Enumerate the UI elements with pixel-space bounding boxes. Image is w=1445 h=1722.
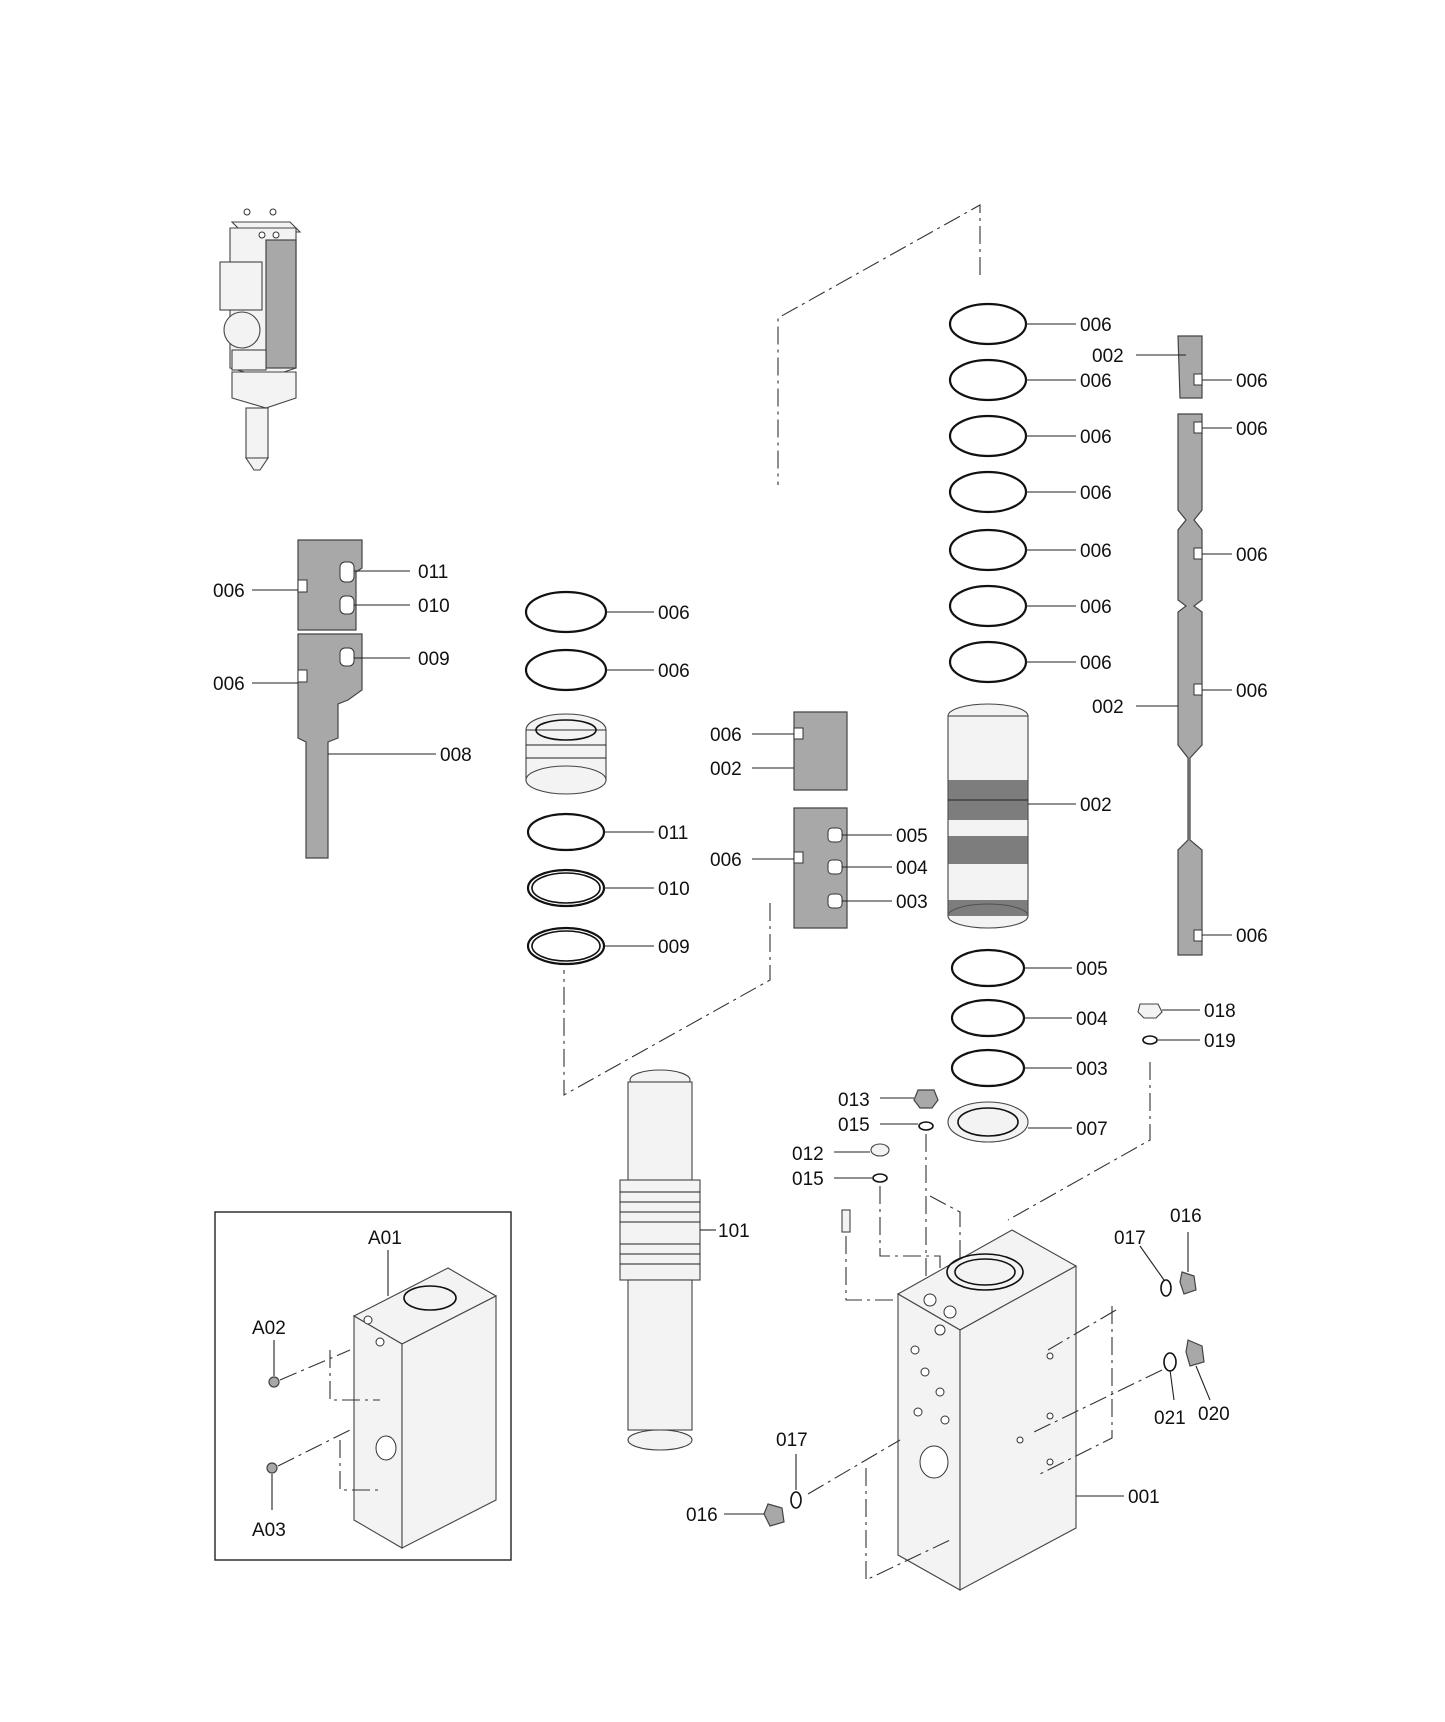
label-101: 101	[718, 1221, 750, 1242]
inset-line-1	[329, 1350, 380, 1401]
side-plugs-left	[763, 1491, 802, 1527]
label-006-top-2: 006	[1080, 371, 1112, 392]
label-002-center: 002	[710, 759, 742, 780]
label-006-mid-1: 006	[658, 603, 690, 624]
label-017-right: 017	[1114, 1228, 1146, 1249]
label-006-left-2: 006	[213, 674, 245, 695]
label-006-long-4: 006	[1236, 926, 1268, 947]
label-020: 020	[1198, 1404, 1230, 1425]
label-009-mid: 009	[658, 937, 690, 958]
assembly-line-021	[1039, 1306, 1113, 1475]
label-010-mid: 010	[658, 879, 690, 900]
label-005-center: 005	[896, 826, 928, 847]
lower-rings	[947, 948, 1029, 1143]
label-008: 008	[440, 745, 472, 766]
label-015-a: 015	[838, 1115, 870, 1136]
assembly-line-left	[563, 903, 771, 1096]
label-015-b: 015	[792, 1169, 824, 1190]
label-011-left: 011	[418, 562, 448, 583]
assembly-line-018	[1007, 1062, 1151, 1221]
assembly-line-body-left	[865, 1468, 951, 1581]
label-006-long-3: 006	[1236, 681, 1268, 702]
small-plugs-group	[841, 1089, 939, 1233]
spool-008-illustration	[297, 539, 363, 859]
oring-stack	[948, 302, 1028, 684]
label-003-center: 003	[896, 892, 928, 913]
valve-body-001-illustration	[896, 1229, 1078, 1591]
label-006-small-top: 006	[1236, 371, 1268, 392]
sleeve-002-illustration	[947, 703, 1029, 929]
label-006-top-7: 006	[1080, 653, 1112, 674]
label-011-mid: 011	[658, 823, 688, 844]
label-019: 019	[1204, 1031, 1236, 1052]
label-006-left-1: 006	[213, 581, 245, 602]
label-006-top-4: 006	[1080, 483, 1112, 504]
label-021: 021	[1154, 1408, 1186, 1429]
middle-rings-group	[524, 590, 608, 966]
label-006-top-6: 006	[1080, 597, 1112, 618]
label-006-top-3: 006	[1080, 427, 1112, 448]
label-009-left: 009	[418, 649, 450, 670]
label-006-center-2: 006	[710, 850, 742, 871]
assembly-line-017-left	[807, 1439, 901, 1495]
label-006-mid-2: 006	[658, 661, 690, 682]
label-005-ring: 005	[1076, 959, 1108, 980]
label-006-long-1: 006	[1236, 419, 1268, 440]
label-A01: A01	[368, 1228, 402, 1249]
inset-line-2	[339, 1440, 380, 1491]
assembly-line-016-right	[1047, 1309, 1117, 1351]
label-004-center: 004	[896, 858, 928, 879]
piston-101-illustration	[619, 1069, 701, 1451]
label-003-ring: 003	[1076, 1059, 1108, 1080]
assembly-line-020	[1033, 1369, 1163, 1433]
label-002-sleeve: 002	[1080, 795, 1112, 816]
inset-line-a03	[277, 1429, 351, 1467]
assembly-line-top	[777, 204, 981, 485]
label-018: 018	[1204, 1001, 1236, 1022]
label-007-ring: 007	[1076, 1119, 1108, 1140]
solenoid-valve-illustration	[219, 208, 302, 471]
center-spool-illustration	[793, 711, 848, 929]
inset-line-a02	[279, 1349, 351, 1381]
label-006-center-1: 006	[710, 725, 742, 746]
long-spool-illustration	[1177, 335, 1203, 956]
label-012: 012	[792, 1144, 824, 1165]
plug-018-and-oring-019	[1137, 1003, 1163, 1045]
label-002-small-top: 002	[1092, 346, 1124, 367]
label-016-right: 016	[1170, 1206, 1202, 1227]
label-004-ring: 004	[1076, 1009, 1108, 1030]
label-002-long: 002	[1092, 697, 1124, 718]
label-013: 013	[838, 1090, 870, 1111]
label-A02: A02	[252, 1318, 286, 1339]
label-006-top-1: 006	[1080, 315, 1112, 336]
label-010-left: 010	[418, 596, 450, 617]
label-001: 001	[1128, 1487, 1160, 1508]
label-006-long-2: 006	[1236, 545, 1268, 566]
label-A03: A03	[252, 1520, 286, 1541]
side-plugs-right	[1160, 1271, 1205, 1372]
label-016-left: 016	[686, 1505, 718, 1526]
assembly-line-012	[879, 1186, 941, 1300]
label-006-top-5: 006	[1080, 541, 1112, 562]
label-017-left: 017	[776, 1430, 808, 1451]
inset-panel	[214, 1211, 512, 1561]
